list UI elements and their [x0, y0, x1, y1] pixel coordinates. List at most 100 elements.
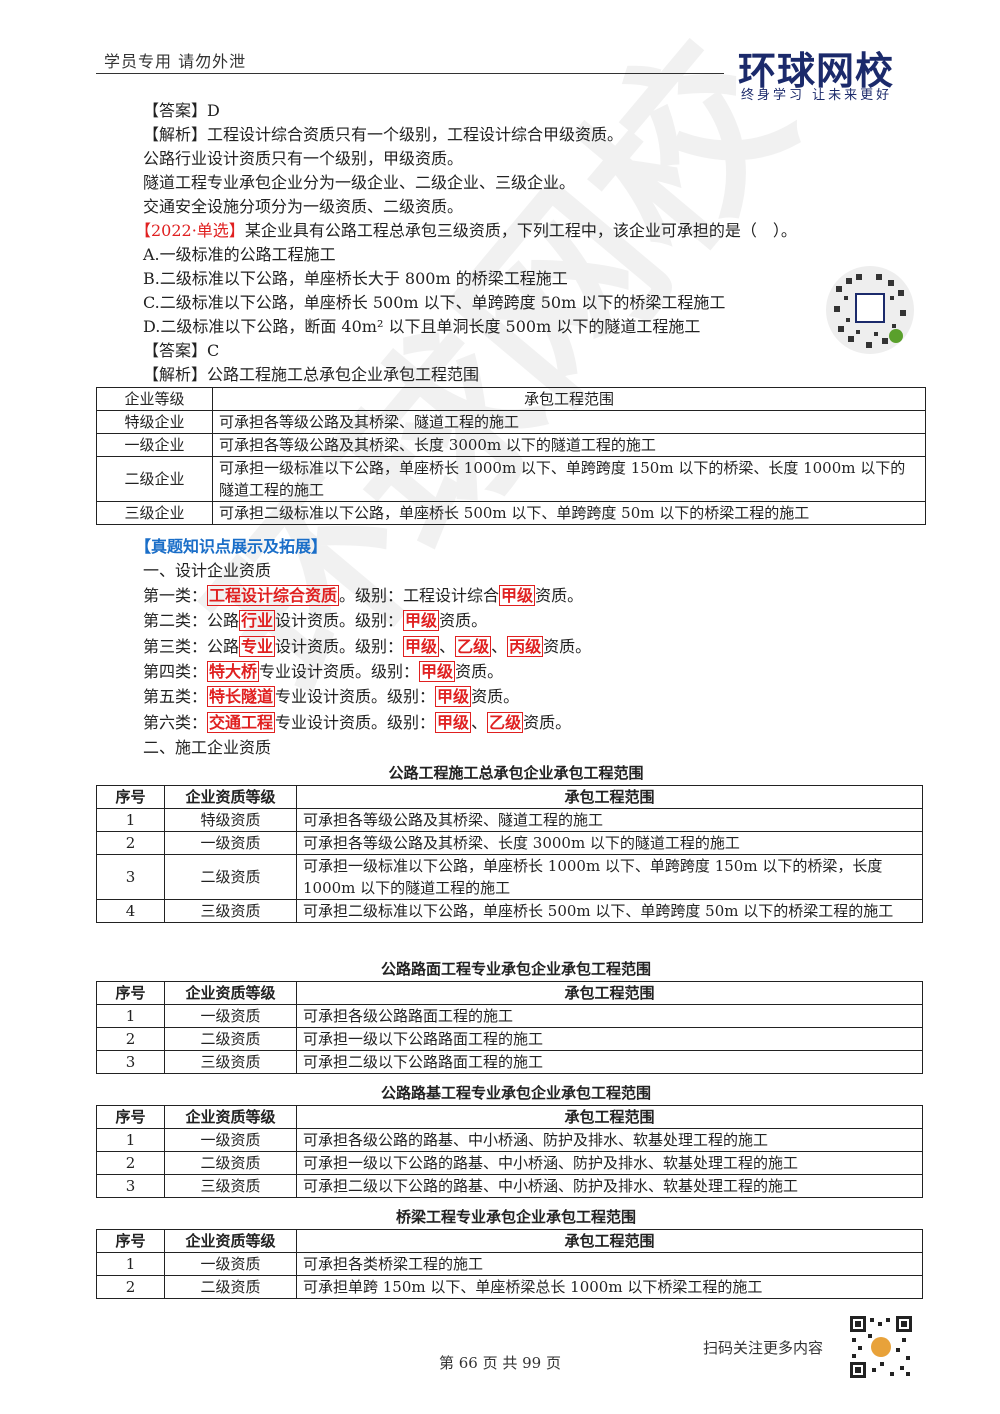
- table-cell: 2: [96, 1275, 165, 1299]
- highlight: 交通工程: [207, 712, 276, 733]
- table-cell: 一级资质: [164, 831, 297, 855]
- highlight: 专业: [239, 636, 276, 657]
- table-header-row: 企业等级 承包工程范围: [96, 387, 926, 411]
- analysis-text: 公路行业设计资质只有一个级别，甲级资质。: [143, 149, 464, 168]
- table-cell: 三级资质: [164, 1050, 297, 1074]
- option-a: A.一级标准的公路工程施工: [143, 245, 336, 264]
- design-item: 第二类：公路行业设计资质。级别：甲级资质。: [143, 610, 488, 631]
- highlight: 行业: [239, 610, 276, 631]
- table-cell: 特级资质: [164, 808, 297, 832]
- table-cell: 特级企业: [96, 410, 213, 434]
- table-cell: 可承担各等级公路及其桥梁、长度 3000m 以下的隧道工程的施工: [296, 831, 923, 855]
- table-cell: 1: [96, 808, 165, 832]
- section-heading: 一、设计企业资质: [143, 561, 272, 580]
- table-cell: 可承担一级标准以下公路，单座桥长 1000m 以下、单跨跨度 150m 以下的桥…: [212, 456, 926, 502]
- table-cell: 可承担各等级公路及其桥梁、长度 3000m 以下的隧道工程的施工: [212, 433, 926, 457]
- grade-highlight: 甲级: [499, 585, 536, 606]
- table-header-cell: 序号: [96, 785, 165, 809]
- table-cell: 一级资质: [164, 1004, 297, 1028]
- qr-code-icon: [826, 266, 914, 354]
- design-item: 第四类：特大桥专业设计资质。级别：甲级资质。: [143, 661, 504, 682]
- table-header-cell: 序号: [96, 981, 165, 1005]
- scan-prompt: 扫码关注更多内容: [703, 1339, 824, 1357]
- design-item: 第三类：公路专业设计资质。级别：甲级、乙级、丙级资质。: [143, 636, 592, 657]
- table-header-cell: 承包工程范围: [296, 785, 923, 809]
- table-cell: 可承担一级标准以下公路，单座桥长 1000m 以下、单跨跨度 150m 以下的桥…: [296, 854, 923, 900]
- table-cell: 可承担各等级公路及其桥梁、隧道工程的施工: [296, 808, 923, 832]
- table-row: 一级企业 可承担各等级公路及其桥梁、长度 3000m 以下的隧道工程的施工: [96, 433, 926, 457]
- table-header-cell: 企业等级: [96, 387, 213, 411]
- table-title: 公路路基工程专业承包企业承包工程范围: [380, 1084, 651, 1102]
- table-title: 桥梁工程专业承包企业承包工程范围: [395, 1208, 636, 1226]
- table-cell: 2: [96, 831, 165, 855]
- table-cell: 可承担二级标准以下公路，单座桥长 500m 以下、单跨跨度 50m 以下的桥梁工…: [212, 501, 926, 525]
- option-b: B.二级标准以下公路，单座桥长大于 800m 的桥梁工程施工: [143, 269, 568, 288]
- table-header-cell: 企业资质等级: [164, 785, 297, 809]
- table-header-cell: 承包工程范围: [212, 387, 926, 411]
- grade-highlight: 甲级: [403, 636, 440, 657]
- table-cell: 3: [96, 1174, 165, 1198]
- table-cell: 可承担各级公路的路基、中小桥涵、防护及排水、软基处理工程的施工: [296, 1128, 923, 1152]
- grade-highlight: 甲级: [435, 686, 472, 707]
- table-cell: 1: [96, 1252, 165, 1276]
- table-cell: 可承担一级以下公路的路基、中小桥涵、防护及排水、软基处理工程的施工: [296, 1151, 923, 1175]
- grade-highlight: 乙级: [487, 712, 524, 733]
- table-cell: 可承担各级公路路面工程的施工: [296, 1004, 923, 1028]
- table-cell: 可承担二级以下公路路面工程的施工: [296, 1050, 923, 1074]
- table-header-cell: 企业资质等级: [164, 981, 297, 1005]
- table-cell: 可承担二级标准以下公路，单座桥长 500m 以下、单跨跨度 50m 以下的桥梁工…: [296, 899, 923, 923]
- brand-slogan: 终身学习 让未来更好: [741, 88, 893, 103]
- table-cell: 二级资质: [164, 854, 297, 900]
- table-cell: 一级资质: [164, 1128, 297, 1152]
- table-cell: 一级企业: [96, 433, 213, 457]
- table-cell: 3: [96, 1050, 165, 1074]
- table-title: 公路工程施工总承包企业承包工程范围: [388, 764, 644, 782]
- table-cell: 2: [96, 1151, 165, 1175]
- analysis-line: 【解析】公路工程施工总承包企业承包工程范围: [143, 365, 480, 384]
- table-cell: 可承担各等级公路及其桥梁、隧道工程的施工: [212, 410, 926, 434]
- table-cell: 二级资质: [164, 1275, 297, 1299]
- option-d: D.二级标准以下公路，断面 40m² 以下且单洞长度 500m 以下的隧道工程施…: [143, 317, 701, 336]
- section-heading: 二、施工企业资质: [143, 738, 272, 757]
- highlight: 特长隧道: [207, 686, 276, 707]
- table-cell: 三级资质: [164, 899, 297, 923]
- table-header-cell: 承包工程范围: [296, 981, 923, 1005]
- table-row: 二级企业 可承担一级标准以下公路，单座桥长 1000m 以下、单跨跨度 150m…: [96, 456, 926, 502]
- header-notice: 学员专用 请勿外泄: [104, 52, 247, 71]
- design-item: 第五类：特长隧道专业设计资质。级别：甲级资质。: [143, 686, 520, 707]
- grade-highlight: 甲级: [419, 661, 456, 682]
- answer-line: 【答案】D: [143, 101, 220, 120]
- design-item: 第六类：交通工程专业设计资质。级别：甲级、乙级资质。: [143, 712, 572, 733]
- table-cell: 二级企业: [96, 456, 213, 502]
- table-cell: 可承担二级以下公路的路基、中小桥涵、防护及排水、软基处理工程的施工: [296, 1174, 923, 1198]
- table-cell: 三级企业: [96, 501, 213, 525]
- analysis-text: 交通安全设施分项分为一级资质、二级资质。: [143, 197, 464, 216]
- header-rule: [96, 73, 724, 74]
- option-c: C.二级标准以下公路，单座桥长 500m 以下、单跨跨度 50m 以下的桥梁工程…: [143, 293, 726, 312]
- table-header-cell: 序号: [96, 1105, 165, 1129]
- grade-highlight: 乙级: [455, 636, 492, 657]
- highlight: 工程设计综合资质: [207, 585, 340, 606]
- grade-highlight: 甲级: [403, 610, 440, 631]
- table-header-cell: 承包工程范围: [296, 1105, 923, 1129]
- table-cell: 一级资质: [164, 1252, 297, 1276]
- grade-highlight: 甲级: [435, 712, 472, 733]
- table-row: 特级企业 可承担各等级公路及其桥梁、隧道工程的施工: [96, 410, 926, 434]
- table-cell: 可承担单跨 150m 以下、单座桥梁总长 1000m 以下桥梁工程的施工: [296, 1275, 923, 1299]
- table-cell: 2: [96, 1027, 165, 1051]
- design-item: 第一类：工程设计综合资质。级别：工程设计综合甲级资质。: [143, 585, 584, 606]
- table-general-contract-scope: 企业等级 承包工程范围 特级企业 可承担各等级公路及其桥梁、隧道工程的施工 一级…: [96, 387, 926, 525]
- table-cell: 二级资质: [164, 1027, 297, 1051]
